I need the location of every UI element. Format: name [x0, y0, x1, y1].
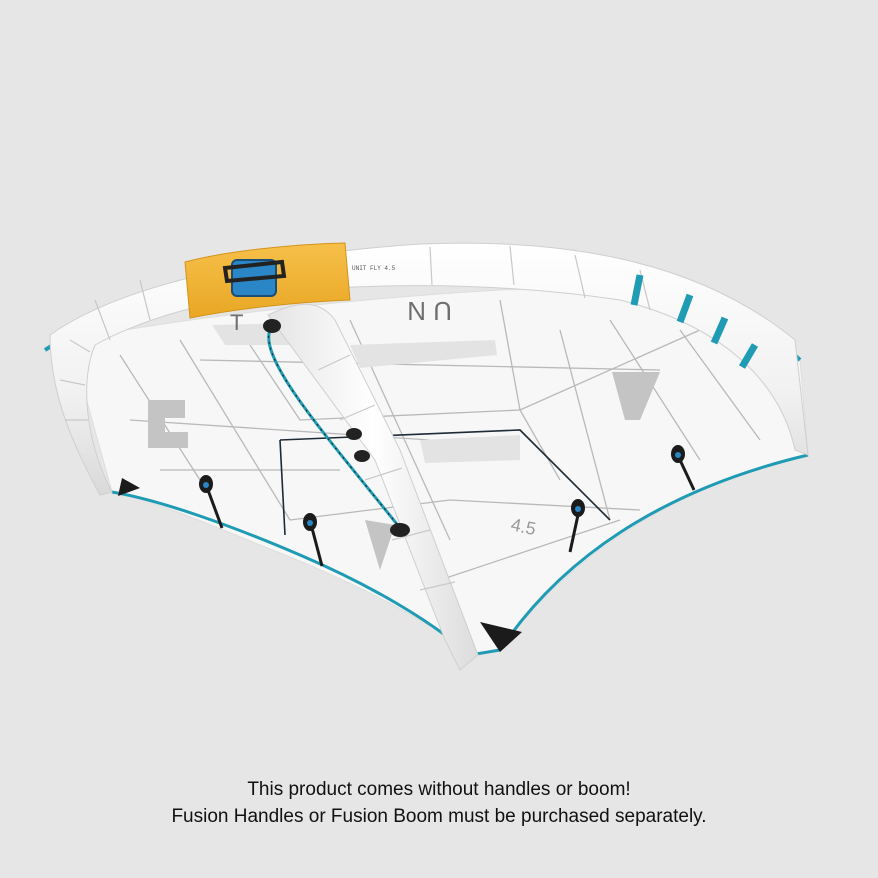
canopy-graphics: 4.5 U N T [148, 296, 660, 570]
center-strut [263, 303, 479, 671]
leading-edge-tube [49, 242, 809, 496]
svg-text:U N: U N [407, 296, 452, 326]
center-yellow-band: UNIT FLY 4.5 [184, 242, 396, 319]
svg-text:UNIT FLY 4.5: UNIT FLY 4.5 [352, 265, 396, 272]
caption-line-2: Fusion Handles or Fusion Boom must be pu… [171, 806, 707, 827]
handle-attachment-points [199, 445, 696, 567]
svg-text:T: T [230, 310, 243, 335]
caption-line-1: This product comes without handles or bo… [247, 779, 631, 800]
tip-patches [118, 478, 522, 652]
disclaimer-caption: This product comes without handles or bo… [0, 776, 878, 830]
